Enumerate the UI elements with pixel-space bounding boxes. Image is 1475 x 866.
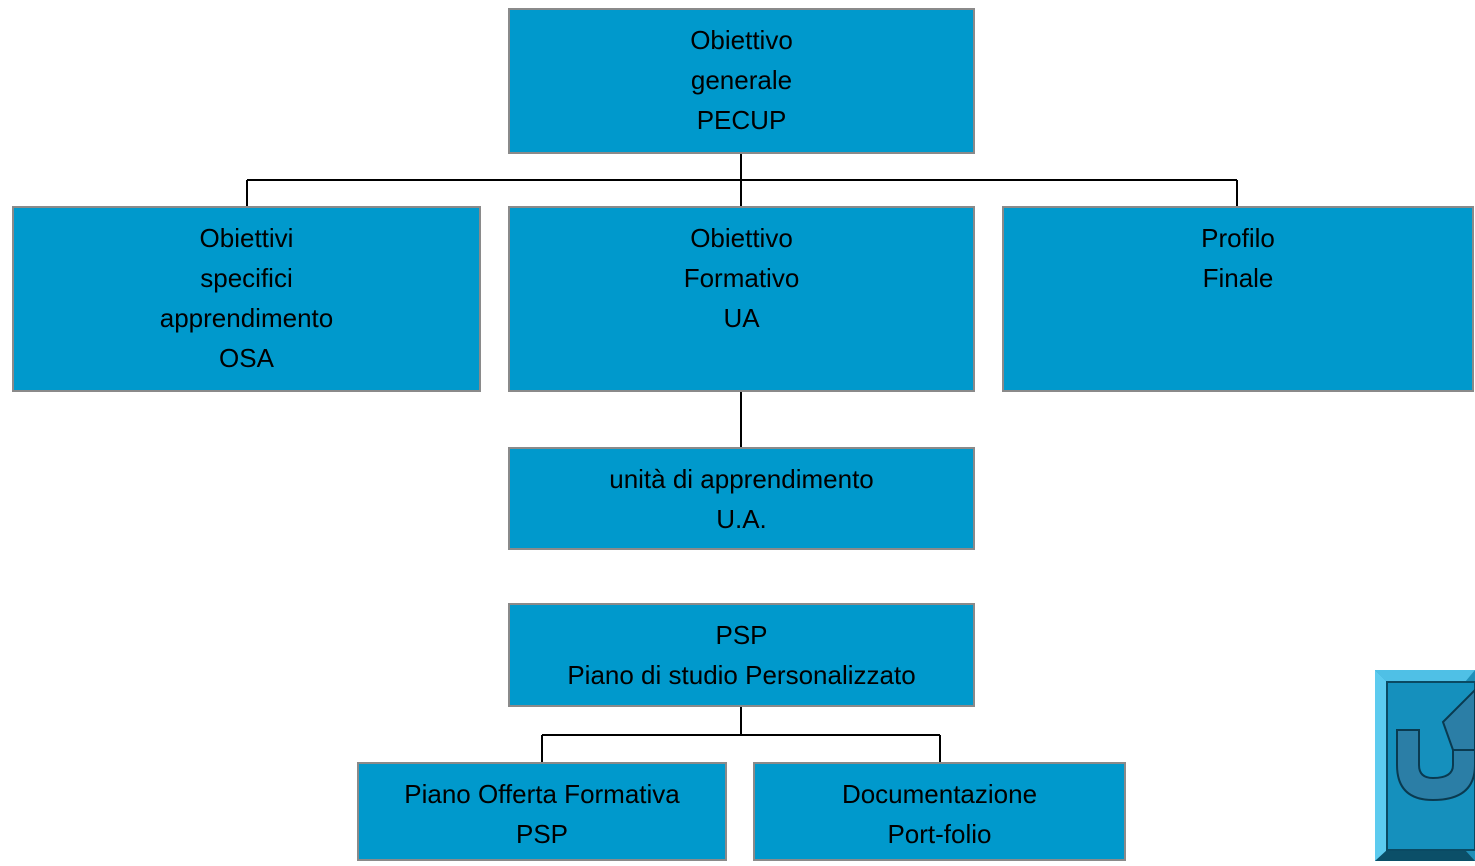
node-line: Port-folio [887, 819, 992, 849]
node-line: unità di apprendimento [609, 464, 874, 494]
node-line: OSA [219, 343, 274, 373]
node-line: generale [690, 65, 793, 95]
node-line: Profilo [1201, 223, 1275, 253]
node-line: UA [723, 303, 760, 333]
node-line: PECUP [696, 105, 787, 135]
node-profilo-finale: Profilo Finale [1002, 206, 1474, 392]
node-line: Obiettivo [690, 25, 793, 55]
node-line: Obiettivo [690, 223, 793, 253]
node-line: Piano di studio Personalizzato [567, 660, 916, 690]
return-arrow-icon [1375, 670, 1475, 861]
node-psp: PSP Piano di studio Personalizzato [508, 603, 975, 707]
node-unita-apprendimento: unità di apprendimento U.A. [508, 447, 975, 550]
return-button[interactable] [1375, 670, 1475, 866]
node-piano-offerta-formativa: Piano Offerta Formativa PSP [357, 762, 727, 861]
node-line: Obiettivi [199, 223, 294, 253]
node-line: apprendimento [159, 303, 334, 333]
node-line: PSP [515, 819, 569, 849]
node-line: specifici [200, 263, 293, 293]
node-line: Piano Offerta Formativa [404, 779, 680, 809]
node-line: PSP [715, 620, 768, 650]
node-obiettivo-generale: Obiettivo generale PECUP [508, 8, 975, 154]
node-line: Finale [1202, 263, 1274, 293]
node-documentazione: Documentazione Port-folio [753, 762, 1126, 861]
node-obiettivi-specifici: Obiettivi specifici apprendimento OSA [12, 206, 481, 392]
node-line: Formativo [683, 263, 800, 293]
node-line: Documentazione [841, 779, 1038, 809]
node-obiettivo-formativo: Obiettivo Formativo UA [508, 206, 975, 392]
node-line: U.A. [716, 504, 767, 534]
